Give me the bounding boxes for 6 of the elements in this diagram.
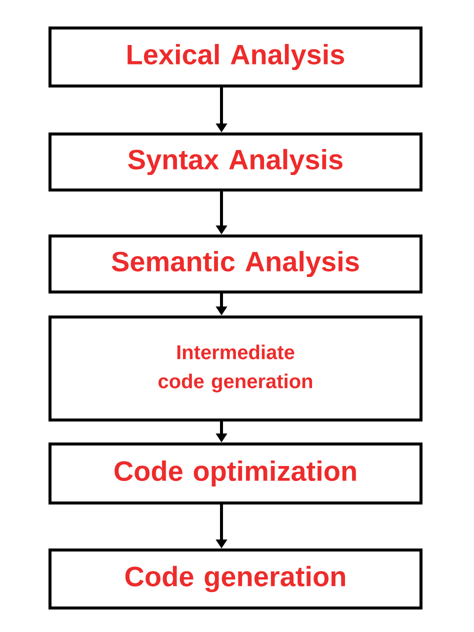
process-box: Code generation <box>48 548 422 610</box>
process-box: Syntax Analysis <box>48 132 422 192</box>
process-box: Intermediate code generation <box>48 316 422 422</box>
process-box: Code optimization <box>48 442 422 504</box>
process-box: Lexical Analysis <box>48 26 422 88</box>
process-box: Semantic Analysis <box>48 234 422 294</box>
